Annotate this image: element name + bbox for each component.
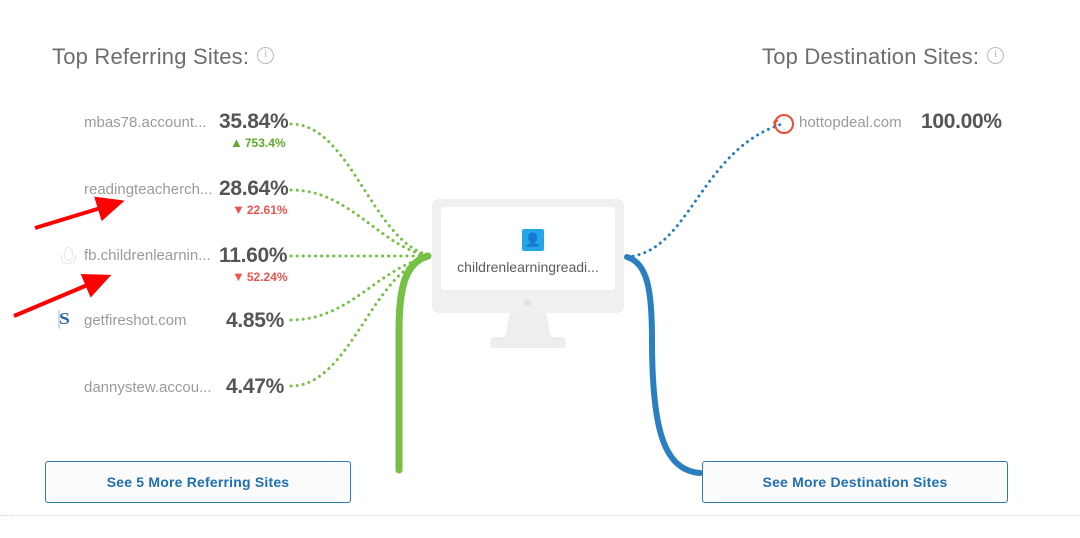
site-delta-value: 52.24%	[246, 270, 288, 284]
site-percent: 4.85%	[226, 309, 285, 332]
see-more-destination-sites-button[interactable]: See More Destination Sites	[702, 461, 1008, 503]
monitor-neck	[505, 313, 551, 339]
destination-trunk	[624, 254, 703, 476]
annotation-arrow-1	[34, 196, 125, 230]
info-icon[interactable]	[257, 46, 275, 64]
destination-section-title: Top Destination Sites:	[762, 44, 1005, 70]
site-delta: ▼22.61%	[232, 202, 288, 217]
site-delta-value: 22.61%	[246, 203, 288, 217]
monitor-power-dot	[524, 299, 531, 306]
caret-down-icon: ▼	[232, 269, 245, 284]
center-site-label: childrenlearningreadi...	[457, 259, 599, 275]
monitor-screen: childrenlearningreadi...	[441, 207, 615, 290]
site-percent: 35.84%	[219, 110, 289, 133]
caret-up-icon: ▲	[230, 135, 243, 150]
referring-link-2	[289, 188, 430, 258]
section-divider	[0, 515, 1080, 516]
button-label: See 5 More Referring Sites	[106, 474, 290, 490]
referring-link-4	[289, 255, 430, 322]
monitor-base	[490, 337, 566, 348]
site-percent: 100.00%	[921, 110, 1002, 133]
caret-down-icon: ▼	[232, 202, 245, 217]
site-name: dannystew.accou...	[84, 379, 212, 396]
referring-site-row[interactable]: getfireshot.com	[58, 310, 187, 336]
monitor-body: childrenlearningreadi...	[432, 199, 624, 313]
site-name: getfireshot.com	[84, 312, 187, 329]
site-delta: ▼52.24%	[232, 269, 288, 284]
site-name: mbas78.account...	[84, 114, 207, 131]
site-name: fb.childrenlearnin...	[84, 247, 211, 264]
site-percent: 28.64%	[219, 177, 289, 200]
site-name: hottopdeal.com	[799, 114, 902, 131]
site-percent: 4.47%	[226, 375, 285, 398]
referring-title-text: Top Referring Sites:	[52, 44, 250, 69]
site-percent: 11.60%	[219, 244, 288, 267]
info-icon[interactable]	[987, 46, 1005, 64]
referring-link-1	[289, 122, 430, 257]
destination-title-text: Top Destination Sites:	[762, 44, 980, 69]
referring-section-title: Top Referring Sites:	[52, 44, 275, 70]
site-favicon	[522, 229, 544, 251]
referring-trunk	[395, 252, 432, 474]
destination-link-1	[625, 122, 784, 259]
see-more-referring-sites-button[interactable]: See 5 More Referring Sites	[45, 461, 351, 503]
site-name: readingteacherch...	[84, 181, 213, 198]
fireshot-icon	[58, 310, 60, 329]
referring-link-5	[289, 256, 430, 388]
button-label: See More Destination Sites	[762, 474, 948, 490]
center-site-monitor: childrenlearningreadi...	[432, 199, 624, 359]
site-delta: ▲753.4%	[230, 135, 286, 150]
site-delta-value: 753.4%	[244, 136, 286, 150]
